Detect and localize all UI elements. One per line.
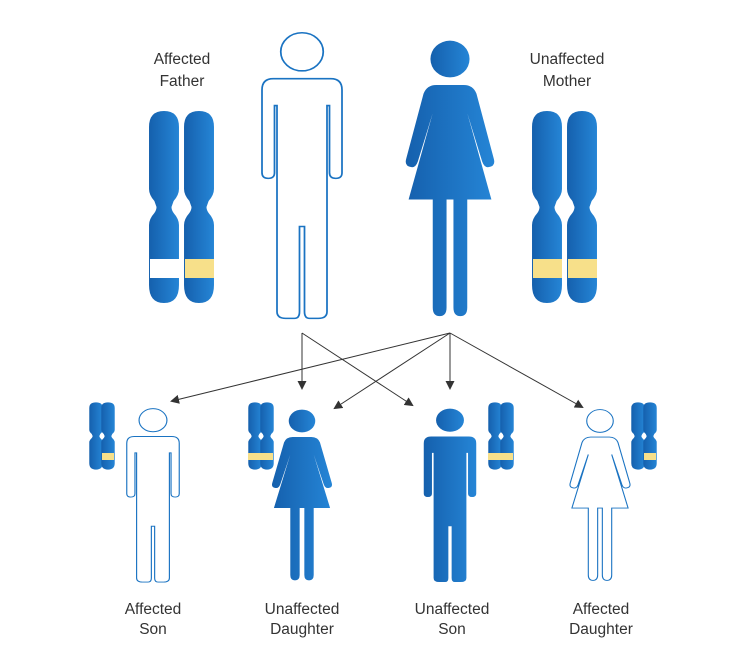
unaffected-son-chromosomes (488, 402, 514, 470)
affected-daughter-chromosomes (631, 402, 657, 470)
child-affected-daughter (569, 402, 657, 581)
mother-label-line2: Mother (543, 73, 591, 90)
unaffected-daughter-chromosomes (248, 402, 274, 470)
child-affected-son (89, 402, 180, 583)
child-1-label-line1: Affected (125, 601, 182, 618)
child-2-label-line2: Daughter (270, 621, 334, 638)
inheritance-arrows (170, 332, 584, 410)
arrow-mother-to-affected-son (170, 332, 451, 404)
mother-chromosome-right (567, 111, 597, 303)
father-chromosome-right (184, 111, 214, 303)
mother-chromosome-pair (532, 111, 597, 303)
child-unaffected-daughter (248, 402, 333, 581)
father-label-line2: Father (160, 73, 205, 90)
mother-label-line1: Unaffected (530, 51, 605, 68)
child-3-label-line2: Son (438, 621, 466, 638)
child-3-label-line1: Unaffected (415, 601, 490, 618)
affected-son-chromosomes (89, 402, 115, 470)
arrow-mother-to-unaffected-daughter (333, 332, 451, 410)
mother-chromosome-left (532, 111, 562, 303)
child-4-label-line2: Daughter (569, 621, 633, 638)
arrow-father-to-affected-son-gap (301, 332, 414, 407)
arrow-mother-to-affected-daughter (449, 332, 584, 408)
father-label-line1: Affected (154, 51, 211, 68)
father-chromosome-pair (149, 111, 214, 303)
mother-figure (405, 40, 495, 317)
father-figure (261, 31, 343, 320)
father-chromosome-left (149, 111, 180, 303)
child-unaffected-son (423, 402, 514, 583)
child-4-label-line1: Affected (573, 601, 630, 618)
child-2-label-line1: Unaffected (265, 601, 340, 618)
child-1-label-line2: Son (139, 621, 167, 638)
